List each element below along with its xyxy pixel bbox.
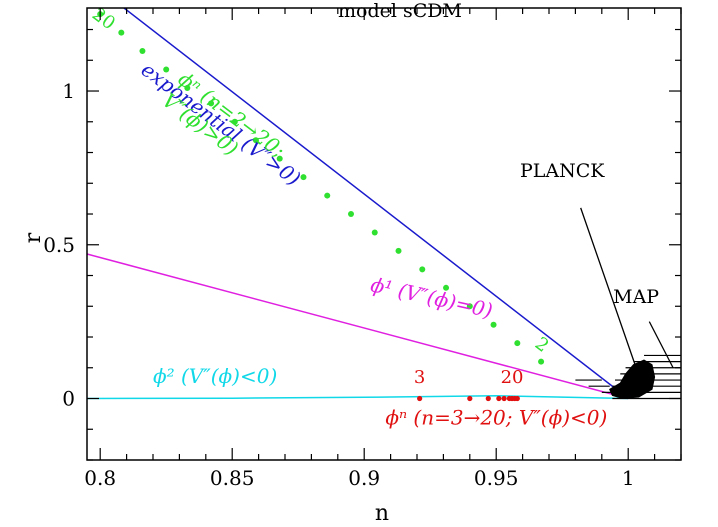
- phin-pos-point: [466, 303, 473, 310]
- phin-neg-end-label: 3: [414, 367, 425, 388]
- phin-neg-point: [514, 395, 520, 402]
- phin-neg-point: [417, 395, 423, 402]
- plot-frame: [86, 7, 682, 461]
- phin-pos-point: [324, 192, 331, 199]
- phin-pos-point: [300, 174, 307, 181]
- chart-title: model sCDM: [338, 0, 462, 22]
- phin-pos-point: [118, 29, 125, 36]
- phin-pos-point: [443, 284, 450, 291]
- phin-neg-point: [501, 395, 507, 402]
- phin-pos-point: [184, 84, 191, 91]
- phin-pos-point: [139, 48, 146, 55]
- x-tick-label: 1: [622, 466, 635, 490]
- plot-border: [86, 7, 682, 461]
- x-tick-label: 0.95: [474, 466, 519, 490]
- phin-pos-point: [163, 66, 170, 73]
- phin-pos-end-label: 2: [531, 333, 553, 357]
- phin-neg-annotation: ϕⁿ (n=3→20; V″(ϕ)<0): [385, 406, 607, 430]
- x-tick-label: 0.85: [210, 466, 255, 490]
- phin-pos-point: [371, 229, 378, 236]
- map-pointer: [648, 321, 674, 369]
- planck-label: PLANCK: [520, 160, 605, 182]
- phi2-annotation: ϕ² (V″(ϕ)<0): [153, 364, 277, 388]
- x-axis-label: n: [375, 501, 389, 526]
- planck-pointer: [580, 207, 637, 368]
- phin-neg-end-label: 20: [501, 367, 524, 388]
- phi2-line: [86, 394, 629, 400]
- exponential-line: [123, 7, 629, 400]
- y-axis-label: r: [21, 232, 46, 243]
- phin-pos-point: [231, 118, 238, 125]
- phin-pos-point: [252, 137, 259, 144]
- phin-neg-point: [485, 395, 491, 402]
- phin-pos-point: [208, 100, 215, 107]
- x-tick-label: 0.8: [84, 466, 116, 490]
- experiments: PLANCK MAP: [520, 160, 681, 400]
- y-tick-label: 0.5: [43, 233, 75, 257]
- model-lines: [86, 7, 629, 400]
- map-label: MAP: [613, 286, 659, 308]
- axes: 0.8 0.85 0.9 0.95 1 0 0.5 1: [43, 8, 682, 490]
- phin-pos-point: [419, 266, 426, 273]
- phin-pos-point: [538, 358, 545, 365]
- phin-neg-point: [496, 395, 502, 402]
- phi1-line: [86, 253, 629, 400]
- y-tick-label: 1: [62, 79, 75, 103]
- x-tick-label: 0.9: [348, 466, 380, 490]
- phin-neg-point: [467, 395, 473, 402]
- phin-pos-point: [276, 155, 283, 162]
- phin-pos-point: [348, 211, 354, 218]
- phin-pos-point: [490, 321, 497, 328]
- phin-pos-point: [514, 340, 521, 347]
- y-tick-label: 0: [62, 387, 75, 411]
- planck-region: [609, 359, 656, 400]
- phin-pos-point: [395, 247, 402, 254]
